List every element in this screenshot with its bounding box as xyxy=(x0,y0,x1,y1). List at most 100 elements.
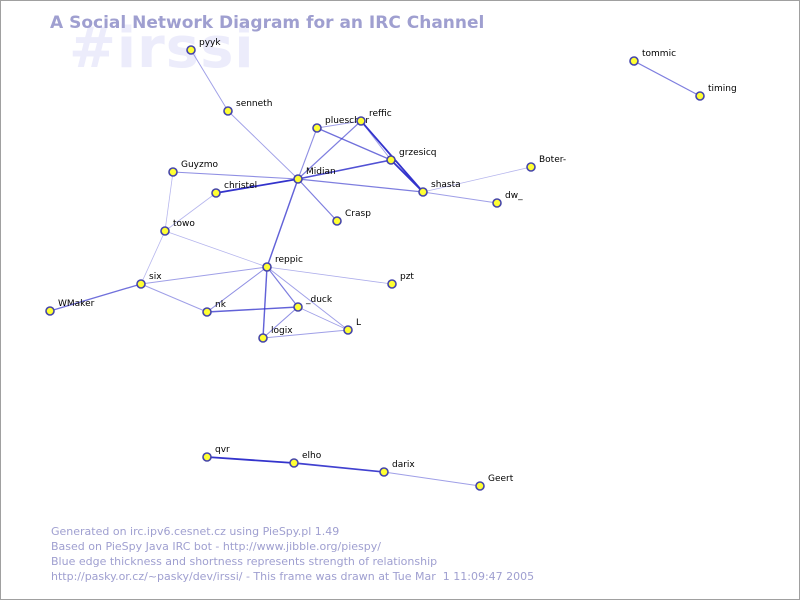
edge-Midian-reppic xyxy=(266,178,299,268)
node-qvr: qvr xyxy=(202,445,230,462)
node-reppic: reppic xyxy=(262,255,303,272)
node-label: reppic xyxy=(275,255,303,265)
edge-six-nk xyxy=(140,283,208,313)
node-label: dw_ xyxy=(505,191,523,201)
node-label: Boter- xyxy=(539,155,566,165)
node-label: _duck xyxy=(305,295,333,305)
node-label: grzesicq xyxy=(399,148,437,158)
node-nk: nk xyxy=(202,300,227,317)
node-label: elho xyxy=(302,451,322,461)
node-dot xyxy=(629,56,639,66)
edge-shasta-dw_ xyxy=(422,191,498,204)
node-dot xyxy=(223,106,233,116)
edge-grzesicq-shasta xyxy=(390,159,424,193)
edge-reppic-nk xyxy=(206,266,268,313)
node-logix: logix xyxy=(258,326,293,343)
node-darix: darix xyxy=(379,460,415,477)
edge-Midian-grzesicq xyxy=(297,159,392,180)
node-dot xyxy=(45,306,55,316)
edge-pyyk-senneth xyxy=(190,49,229,112)
node-label: darix xyxy=(392,460,415,470)
node-pzt: pzt xyxy=(387,272,414,289)
node-dot xyxy=(262,262,272,272)
node-label: timing xyxy=(708,84,737,94)
footer-line-legend: Blue edge thickness and shortness repres… xyxy=(51,555,438,568)
node-six: six xyxy=(136,272,162,289)
edge-pluescher-reffic xyxy=(316,120,362,129)
edge-christel-towo xyxy=(164,192,217,232)
node-label: qvr xyxy=(215,445,230,455)
edge-shasta-Boter- xyxy=(422,166,532,193)
node-reffic: reffic xyxy=(356,109,392,126)
edge-pluescher-grzesicq xyxy=(316,127,392,161)
node-label: towo xyxy=(173,219,195,229)
node-label: Crasp xyxy=(345,209,371,219)
node-Boter-: Boter- xyxy=(526,155,566,172)
node-label: six xyxy=(149,272,162,282)
edge-six-WMaker xyxy=(49,283,142,312)
node-label: Geert xyxy=(488,474,514,484)
footer-line-url-timestamp: http://pasky.or.cz/~pasky/dev/irssi/ - T… xyxy=(51,570,535,583)
node-label: pzt xyxy=(400,272,414,282)
node-Midian: Midian xyxy=(293,167,336,184)
footer-credits: Generated on irc.ipv6.cesnet.cz using Pi… xyxy=(51,524,534,584)
edge-reppic-logix xyxy=(262,266,268,339)
node-grzesicq: grzesicq xyxy=(386,148,437,165)
edge-reppic-L xyxy=(266,266,349,331)
node-pluescher: pluescher xyxy=(312,116,369,133)
node-dot xyxy=(492,198,502,208)
node-label: Guyzmo xyxy=(181,160,218,170)
edge-tommic-timing xyxy=(633,60,701,97)
edge-logix-L xyxy=(262,329,349,339)
node-WMaker: WMaker xyxy=(45,299,95,316)
node-dot xyxy=(202,452,212,462)
edge-towo-six xyxy=(140,230,166,285)
edge-_duck-logix xyxy=(262,306,299,339)
node-dot xyxy=(356,116,366,126)
node-label: tommic xyxy=(642,49,676,59)
node-dot xyxy=(168,167,178,177)
node-dw_: dw_ xyxy=(492,191,523,208)
node-dot xyxy=(379,467,389,477)
edge-qvr-elho xyxy=(206,456,295,464)
node-senneth: senneth xyxy=(223,99,272,116)
node-dot xyxy=(332,216,342,226)
node-label: pluescher xyxy=(325,116,369,126)
node-dot xyxy=(312,123,322,133)
edge-Midian-Crasp xyxy=(297,178,338,222)
node-dot xyxy=(211,188,221,198)
edge-Midian-Guyzmo xyxy=(172,171,299,180)
node-label: Midian xyxy=(306,167,336,177)
edges-layer xyxy=(49,49,701,487)
node-towo: towo xyxy=(160,219,195,236)
node-dot xyxy=(293,174,303,184)
node-dot xyxy=(386,155,396,165)
node-dot xyxy=(136,279,146,289)
node-dot xyxy=(160,226,170,236)
node-L: L xyxy=(343,318,361,335)
node-dot xyxy=(289,458,299,468)
node-label: pyyk xyxy=(199,38,221,48)
edge-elho-darix xyxy=(293,462,385,473)
node-christel: christel xyxy=(211,181,257,198)
edge-Midian-christel xyxy=(215,178,299,194)
node-dot xyxy=(202,307,212,317)
node-label: L xyxy=(356,318,361,328)
node-dot xyxy=(418,187,428,197)
node-label: shasta xyxy=(431,180,461,190)
edge-Midian-reffic xyxy=(297,120,362,180)
edge-six-reppic xyxy=(140,266,268,285)
node-dot xyxy=(258,333,268,343)
channel-watermark: #irssi xyxy=(69,16,255,81)
edge-_duck-L xyxy=(297,306,349,331)
node-_duck: _duck xyxy=(293,295,333,312)
node-label: senneth xyxy=(236,99,272,109)
node-label: WMaker xyxy=(58,299,95,309)
node-dot xyxy=(475,481,485,491)
edge-reppic-pzt xyxy=(266,266,393,285)
node-timing: timing xyxy=(695,84,737,101)
node-Crasp: Crasp xyxy=(332,209,371,226)
edge-Midian-pluescher xyxy=(297,127,318,180)
